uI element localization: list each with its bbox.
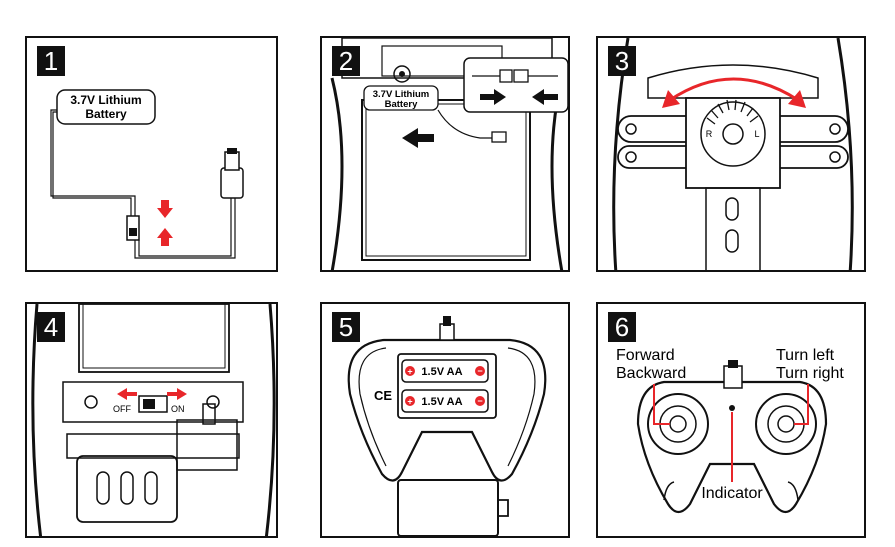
battery-cell-label-1: 1.5V AA — [421, 366, 462, 378]
battery-label-line1: 3.7V Lithium — [373, 89, 429, 100]
battery-label-line2: Battery — [85, 107, 127, 121]
turn-right-label: Turn right — [776, 365, 844, 382]
battery-label-line1: 3.7V Lithium — [70, 93, 141, 107]
battery-cover — [397, 479, 499, 536]
steering-dial — [700, 101, 766, 167]
backward-label: Backward — [616, 365, 686, 382]
steering-alignment-diagram: R L — [612, 38, 854, 270]
antenna — [439, 323, 455, 341]
svg-text:+: + — [407, 367, 412, 377]
power-switch-diagram: OFF ON — [31, 304, 276, 536]
slide-out-arrow — [402, 128, 434, 148]
panel-1: 1 3.7V Lithium Battery — [25, 36, 278, 272]
switch-on-label: ON — [171, 404, 185, 414]
step-number: 3 — [608, 46, 636, 76]
turn-left-label: Turn left — [776, 347, 835, 364]
panel-6: 6 Forward Backward Turn left Turn right … — [596, 302, 866, 538]
antenna — [723, 365, 743, 389]
svg-text:+: + — [407, 397, 412, 407]
svg-text:−: − — [477, 366, 482, 376]
arrow-left — [117, 388, 137, 400]
step-number: 2 — [332, 46, 360, 76]
arrow-right — [167, 388, 187, 400]
panel-2: 2 3.7V Lithium Battery — [320, 36, 570, 272]
step-number: 6 — [608, 312, 636, 342]
arrow-up — [157, 228, 173, 238]
battery-compartment — [361, 99, 531, 261]
indicator-light — [729, 405, 735, 411]
indicator-label: Indicator — [701, 485, 763, 502]
step-number: 1 — [37, 46, 65, 76]
panel-5: 5 CE + − + − 1.5V AA 1.5V AA — [320, 302, 570, 538]
throttle-stick[interactable] — [647, 393, 709, 455]
transmitter-controls-diagram: Forward Backward Turn left Turn right In… — [616, 347, 844, 514]
gear-label-l: L — [754, 129, 759, 139]
arrow-down — [157, 208, 173, 218]
battery-connection-diagram: 3.7V Lithium Battery — [50, 89, 244, 259]
svg-text:−: − — [477, 396, 482, 406]
panel-4: 4 OFF ON — [25, 302, 278, 538]
steering-stick[interactable] — [755, 393, 817, 455]
connector-inset — [463, 57, 568, 113]
gear-label-r: R — [706, 129, 713, 139]
battery-cell-label-2: 1.5V AA — [421, 396, 462, 408]
aa-battery-2 — [401, 389, 489, 413]
battery-label-line2: Battery — [385, 99, 418, 110]
aa-battery-1 — [401, 359, 489, 383]
ce-mark: CE — [374, 388, 392, 403]
rotate-arrow — [669, 77, 799, 102]
motor — [76, 455, 178, 523]
step-number: 5 — [332, 312, 360, 342]
step-number: 4 — [37, 312, 65, 342]
usb-charger — [220, 167, 244, 199]
forward-label: Forward — [616, 347, 675, 364]
transmitter-battery-diagram: CE + − + − 1.5V AA 1.5V AA — [347, 316, 547, 536]
panel-3: 3 R L — [596, 36, 866, 272]
switch-off-label: OFF — [113, 404, 131, 414]
